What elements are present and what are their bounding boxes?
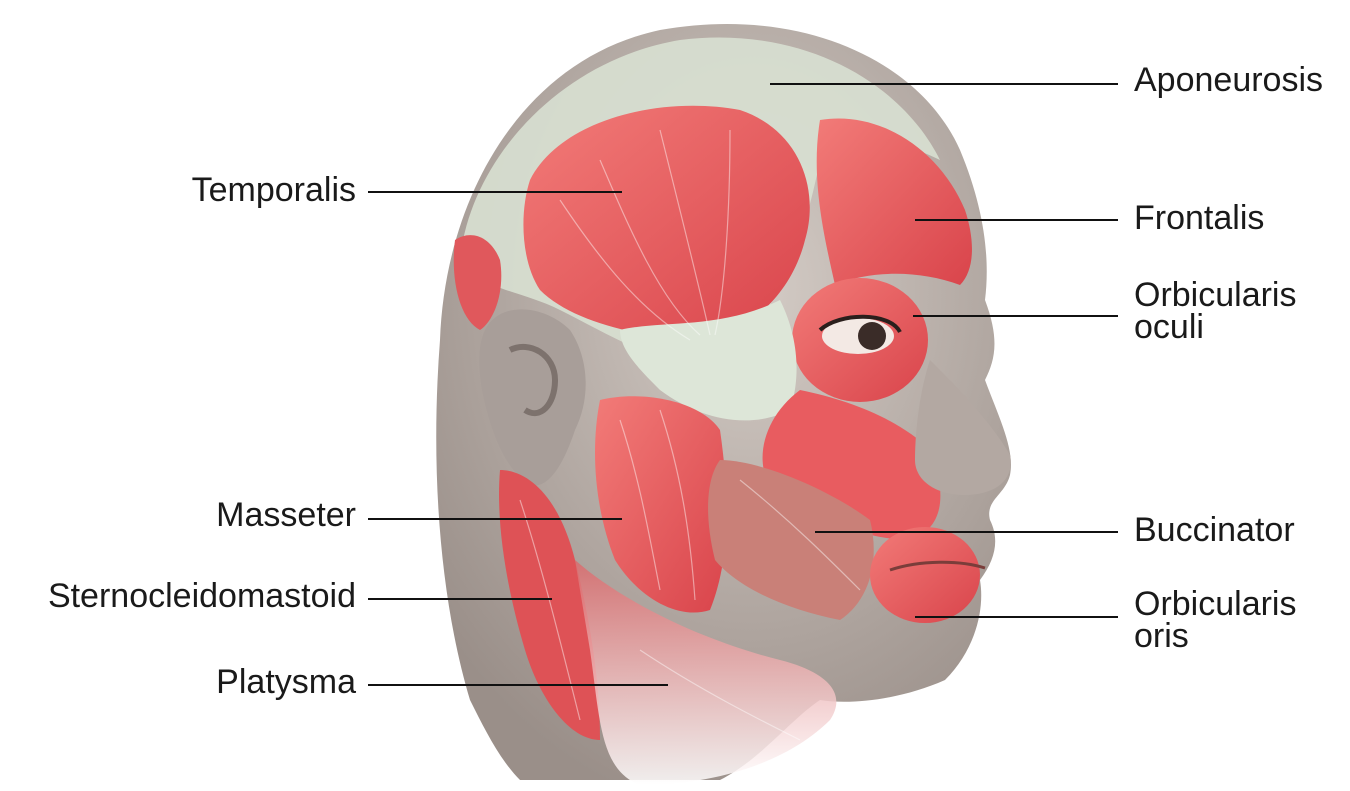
label-sternocleidomastoid: Sternocleidomastoid [47, 577, 356, 615]
label-orbicularis-oris-line1: Orbicularis [1134, 585, 1297, 623]
label-orbicularis-oculi-line2: oculi [1134, 308, 1204, 346]
label-masseter: Masseter [216, 496, 356, 534]
temporalis-shape [523, 105, 810, 340]
label-platysma: Platysma [216, 663, 356, 701]
label-aponeurosis: Aponeurosis [1134, 61, 1324, 99]
label-buccinator: Buccinator [1134, 511, 1295, 549]
frontalis-shape [816, 118, 972, 285]
label-orbicularis-oris-line2: oris [1134, 617, 1189, 655]
orbicularis-oris-shape [870, 527, 980, 623]
label-orbicularis-oris: Orbicularis oris [1134, 585, 1297, 655]
temporal-fascia-shape [620, 300, 797, 421]
nose-shape [915, 360, 1011, 495]
ear-shape [479, 309, 586, 486]
label-orbicularis-oculi-line1: Orbicularis [1134, 276, 1297, 314]
occipital-shape [453, 235, 502, 330]
label-temporalis: Temporalis [191, 171, 356, 209]
label-frontalis: Frontalis [1134, 199, 1265, 237]
masseter-shape [595, 396, 727, 613]
buccinator-shape [708, 460, 874, 620]
platysma-shape [575, 560, 837, 785]
sternocleidomastoid-shape [499, 470, 600, 740]
label-orbicularis-oculi: Orbicularis oculi [1134, 276, 1297, 346]
muscle-fibers [519, 129, 861, 741]
